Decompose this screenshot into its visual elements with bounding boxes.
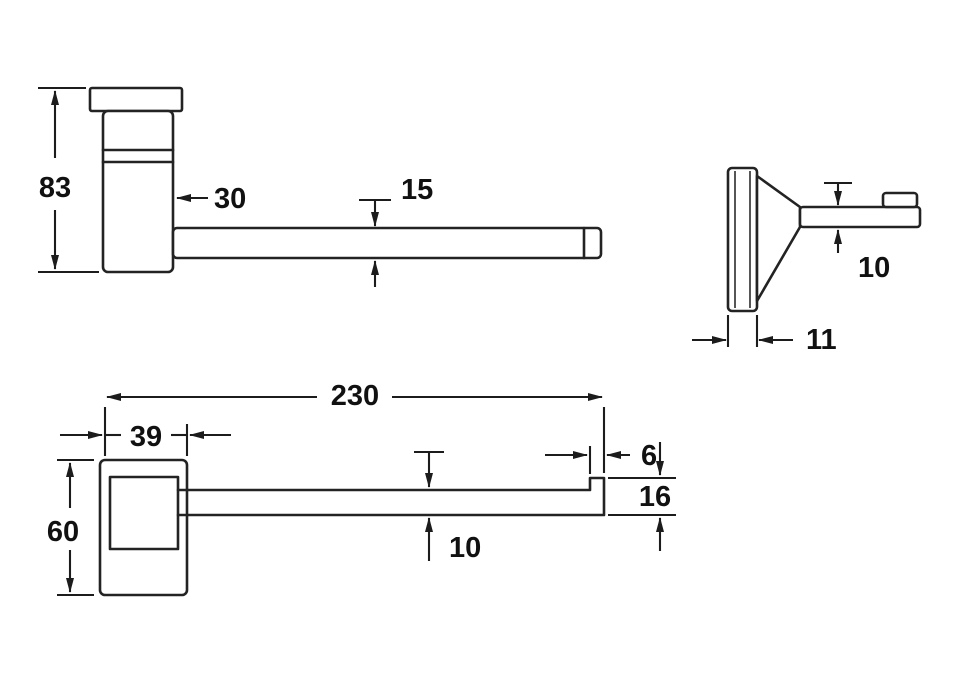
dim-30-label: 30: [214, 183, 246, 215]
dim-60-label: 60: [47, 516, 79, 548]
end-view-end-block: [881, 191, 919, 209]
side-view-rail: [171, 226, 603, 260]
side-view-cap: [88, 86, 184, 113]
dim-11-label: 11: [806, 324, 837, 356]
end-view-bracket-taper: [755, 174, 802, 303]
side-view-post: [101, 109, 175, 274]
end-view-wall-plate: [726, 166, 759, 313]
dim-16-label: 16: [639, 481, 671, 513]
end-view: 10 11: [692, 166, 922, 356]
side-view: 83 30 15: [38, 86, 603, 287]
plan-view-plate-inner: [108, 475, 180, 551]
plan-view: 230 39 60 6 16 10: [47, 380, 676, 597]
dim-15-label: 15: [401, 174, 433, 206]
dim-39-label: 39: [130, 421, 162, 453]
dim-6-label: 6: [641, 440, 657, 472]
dim-230-label: 230: [331, 380, 379, 412]
plan-view-rail-outline: [176, 476, 606, 517]
dim-10end-label: 10: [858, 252, 890, 284]
dim-10plan-label: 10: [449, 532, 481, 564]
dim-83-label: 83: [39, 172, 71, 204]
end-view-rail: [798, 205, 922, 229]
